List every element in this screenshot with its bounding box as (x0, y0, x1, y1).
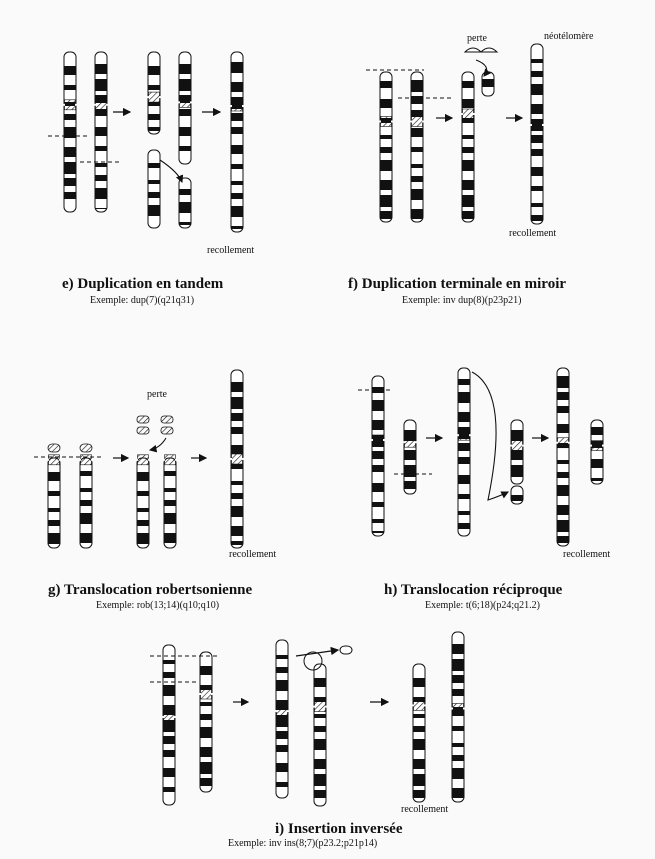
panel-e-fragment-top-2 (178, 52, 192, 164)
panel-i-chromosome-7 (199, 652, 213, 792)
panel-f-loss-label: perte (467, 33, 487, 44)
panel-e-fragment-bottom (148, 150, 160, 228)
chromosome-layer (47, 44, 604, 806)
panel-f-result-chromosome (530, 44, 544, 224)
panel-h-fragment (511, 486, 523, 504)
panel-g-example: Exemple: rob(13;14)(q10;q10) (96, 600, 219, 611)
panel-e-join-label: recollement (207, 245, 254, 256)
panel-g-chromosome-1 (47, 444, 61, 548)
panel-f-invert-arrow (476, 60, 487, 76)
panel-h-chromosome-6-derivative (457, 368, 471, 536)
panel-i-join-label: recollement (401, 804, 448, 815)
panel-h-title: h) Translocation réciproque (384, 582, 562, 599)
panel-h-exchange-arrow (472, 372, 508, 500)
panel-g-lost-arm-4 (161, 427, 173, 434)
panel-e-fragment-insert (179, 178, 191, 228)
panel-e-insert-arrow (160, 160, 182, 182)
panel-e-chromosome-2 (94, 52, 108, 212)
panel-g-join-label: recollement (229, 549, 276, 560)
panel-g-loss-label: perte (147, 389, 167, 400)
panel-f-lost-telomere-1 (465, 48, 481, 52)
panel-f-chromosome-3 (461, 72, 475, 222)
panel-f-chromosome-1 (379, 72, 393, 222)
panel-f-example: Exemple: inv dup(8)(p23p21) (402, 295, 521, 306)
panel-i-inserted-fragment (340, 646, 352, 654)
panel-h-result-chromosome-1 (556, 368, 570, 546)
panel-i-title: i) Insertion inversée (275, 821, 402, 838)
panel-i-chromosome-7-derivative (313, 664, 327, 806)
panel-h-chromosome-18 (403, 420, 417, 494)
panel-g-loss-arrow (150, 438, 166, 450)
panel-g-chromosome-4 (163, 455, 177, 548)
panel-g-lost-arm-2 (161, 416, 173, 423)
panel-f-chromosome-2 (410, 72, 424, 222)
panel-e-fragment-top (147, 52, 161, 134)
panel-h-join-label: recollement (563, 549, 610, 560)
panel-g-chromosome-3 (136, 455, 150, 548)
panel-i-result-chromosome-1 (412, 664, 426, 802)
panel-g-result-chromosome (230, 370, 244, 548)
panel-i-example: Exemple: inv ins(8;7)(p23.2;p21p14) (228, 838, 377, 849)
panel-e-result-chromosome (230, 52, 244, 232)
panel-h-chromosome-6 (371, 376, 385, 536)
panel-h-result-chromosome-2 (590, 420, 604, 484)
panel-i-result-chromosome-2 (451, 632, 465, 802)
panel-g-lost-arm-1 (137, 416, 149, 423)
panel-i-chromosome-8-derivative (275, 640, 289, 798)
panel-h-example: Exemple: t(6;18)(p24;q21.2) (425, 600, 540, 611)
panel-g-lost-arm-3 (137, 427, 149, 434)
panel-e-chromosome-1 (63, 52, 77, 212)
panel-e-title: e) Duplication en tandem (62, 276, 223, 293)
panel-f-neotelomere-label: néotélomère (544, 31, 593, 42)
panel-g-chromosome-2 (79, 444, 93, 548)
panel-e-example: Exemple: dup(7)(q21q31) (90, 295, 194, 306)
panel-g-title: g) Translocation robertsonienne (48, 582, 252, 599)
panel-f-lost-telomere-2 (481, 48, 497, 52)
panel-h-chromosome-18-derivative (510, 420, 524, 484)
panel-i-chromosome-8 (162, 645, 176, 805)
panel-f-title: f) Duplication terminale en miroir (348, 276, 566, 293)
panel-f-join-label: recollement (509, 228, 556, 239)
panel-i-insert-arrow (296, 650, 338, 656)
